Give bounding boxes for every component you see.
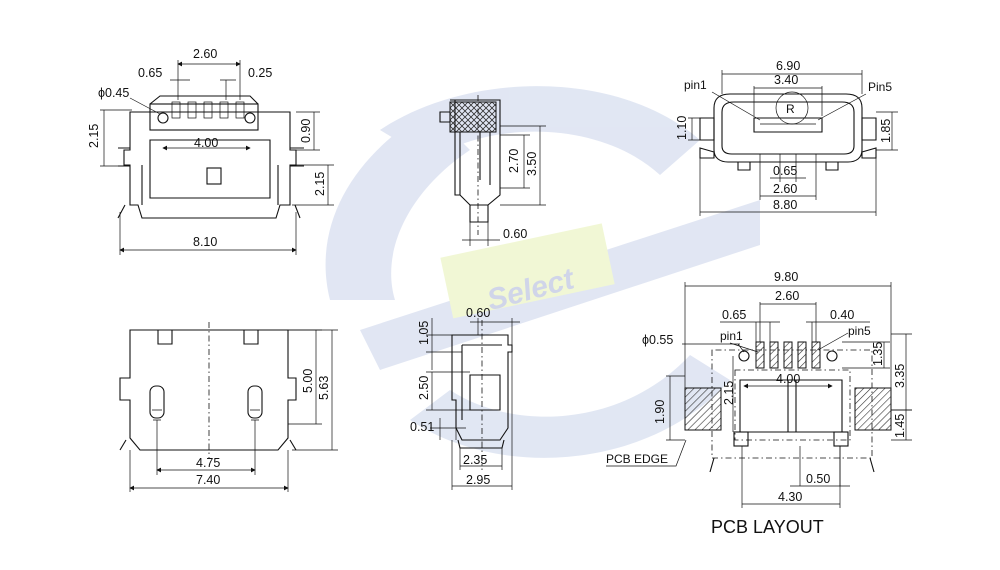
dim-7-40: 7.40 — [196, 473, 220, 487]
dim-phi-0-55: ϕ0.55 — [642, 333, 673, 347]
dim-2-15-front-right: 2.15 — [313, 172, 327, 196]
dim-4-30: 4.30 — [778, 490, 802, 504]
dim-1-10: 1.10 — [675, 116, 689, 140]
bottom-view: 5.00 5.63 4.75 7.40 — [119, 322, 338, 492]
end-view-top: R 6.90 3.40 pin1 Pin5 1.10 1.85 0.65 2.6… — [675, 59, 898, 216]
dim-4-00-front: 4.00 — [194, 136, 218, 150]
dim-2-60-front: 2.60 — [193, 47, 217, 61]
dim-2-95: 2.95 — [466, 473, 490, 487]
pcb-layout: 9.80 2.60 0.65 0.40 pin1 pin5 ϕ0.55 1.35… — [606, 270, 912, 537]
dim-0-65-front: 0.65 — [138, 66, 162, 80]
dim-0-51: 0.51 — [410, 420, 434, 434]
label-pcb-edge: PCB EDGE — [606, 452, 668, 466]
dim-0-25-front: 0.25 — [248, 66, 272, 80]
dim-2-15-front-left: 2.15 — [87, 124, 101, 148]
dim-2-35: 2.35 — [463, 453, 487, 467]
dim-2-60-pcb: 2.60 — [775, 289, 799, 303]
dim-5-63: 5.63 — [317, 376, 331, 400]
front-view: 2.60 0.65 0.25 ϕ0.45 2.15 4.00 0.90 2.15… — [87, 47, 334, 255]
label-pin1-top: pin1 — [684, 78, 707, 92]
dim-3-50-side: 3.50 — [525, 152, 539, 176]
side-view-bottom: 0.60 1.05 2.50 0.51 2.35 2.95 — [410, 306, 520, 490]
dim-2-50: 2.50 — [417, 376, 431, 400]
dim-2-60-end: 2.60 — [773, 182, 797, 196]
dim-phi-0-45: ϕ0.45 — [98, 86, 129, 100]
dim-6-90: 6.90 — [776, 59, 800, 73]
label-pin5-top: Pin5 — [868, 80, 892, 94]
dim-1-35: 1.35 — [871, 342, 885, 366]
dim-9-80: 9.80 — [774, 270, 798, 284]
dim-0-40-pcb: 0.40 — [830, 308, 854, 322]
dim-5-00: 5.00 — [301, 369, 315, 393]
side-view-top: 2.70 3.50 0.60 — [439, 95, 546, 246]
registered-mark: R — [786, 102, 795, 116]
dim-1-45: 1.45 — [893, 414, 907, 438]
dim-8-10: 8.10 — [193, 235, 217, 249]
dim-0-65-pcb: 0.65 — [722, 308, 746, 322]
dim-2-70-side: 2.70 — [507, 149, 521, 173]
pcb-layout-title: PCB LAYOUT — [711, 517, 824, 537]
dim-4-75: 4.75 — [196, 456, 220, 470]
dim-0-90-front: 0.90 — [299, 119, 313, 143]
dim-0-50-pcb: 0.50 — [806, 472, 830, 486]
dim-1-85: 1.85 — [879, 119, 893, 143]
dim-3-40: 3.40 — [774, 73, 798, 87]
dim-2-15-pcb: 2.15 — [722, 381, 736, 405]
dim-1-90: 1.90 — [653, 400, 667, 424]
dim-0-65-end: 0.65 — [773, 164, 797, 178]
dim-0-60-side-top: 0.60 — [503, 227, 527, 241]
dim-3-35: 3.35 — [893, 364, 907, 388]
dim-1-05: 1.05 — [417, 321, 431, 345]
label-pin1-layout: pin1 — [720, 329, 743, 343]
dim-0-60-side-bottom: 0.60 — [466, 306, 490, 320]
dim-4-00-pcb: 4.00 — [776, 372, 800, 386]
label-pin5-layout: pin5 — [848, 324, 871, 338]
dim-8-80: 8.80 — [773, 198, 797, 212]
